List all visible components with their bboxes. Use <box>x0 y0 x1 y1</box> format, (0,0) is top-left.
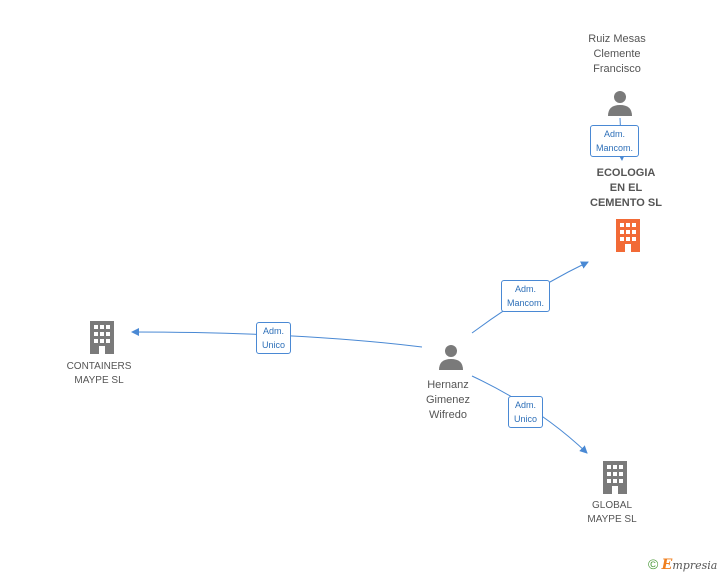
edge-label-hernanz-global: Adm. Unico <box>508 396 544 428</box>
node-ecologia-cemento[interactable]: ECOLOGIA EN EL CEMENTO SL <box>576 166 676 211</box>
edge-label-hernanz-ecologia: Adm. Mancom. <box>501 280 551 312</box>
node-global-maype-label: GLOBAL MAYPE SL <box>587 500 637 525</box>
person-icon[interactable] <box>437 343 465 371</box>
empresia-logo[interactable]: © Empresia <box>648 556 717 573</box>
edge-label-ruiz-ecologia: Adm. Mancom. <box>590 125 640 157</box>
node-hernanz-gimenez-label: Hernanz Gimenez Wifredo <box>425 379 471 421</box>
node-containers-maype[interactable]: CONTAINERS MAYPE SL <box>49 360 149 388</box>
node-hernanz-gimenez[interactable]: Hernanz Gimenez Wifredo <box>398 378 498 423</box>
node-containers-maype-label: CONTAINERS MAYPE SL <box>66 361 132 386</box>
node-ruiz-mesas[interactable]: Ruiz Mesas Clemente Francisco <box>567 32 667 77</box>
building-icon[interactable] <box>86 320 118 354</box>
copyright-symbol: © <box>648 556 659 572</box>
building-icon[interactable] <box>612 218 644 252</box>
building-icon[interactable] <box>599 460 631 494</box>
brand-initial: E <box>661 557 673 573</box>
node-global-maype[interactable]: GLOBAL MAYPE SL <box>562 499 662 527</box>
node-ecologia-cemento-label: ECOLOGIA EN EL CEMENTO SL <box>590 167 662 209</box>
edge-label-hernanz-containers: Adm. Unico <box>256 322 292 354</box>
person-icon[interactable] <box>606 89 634 117</box>
node-ruiz-mesas-label: Ruiz Mesas Clemente Francisco <box>588 33 646 75</box>
brand-name: Empresia <box>661 557 718 573</box>
brand-rest: mpresia <box>672 559 718 572</box>
